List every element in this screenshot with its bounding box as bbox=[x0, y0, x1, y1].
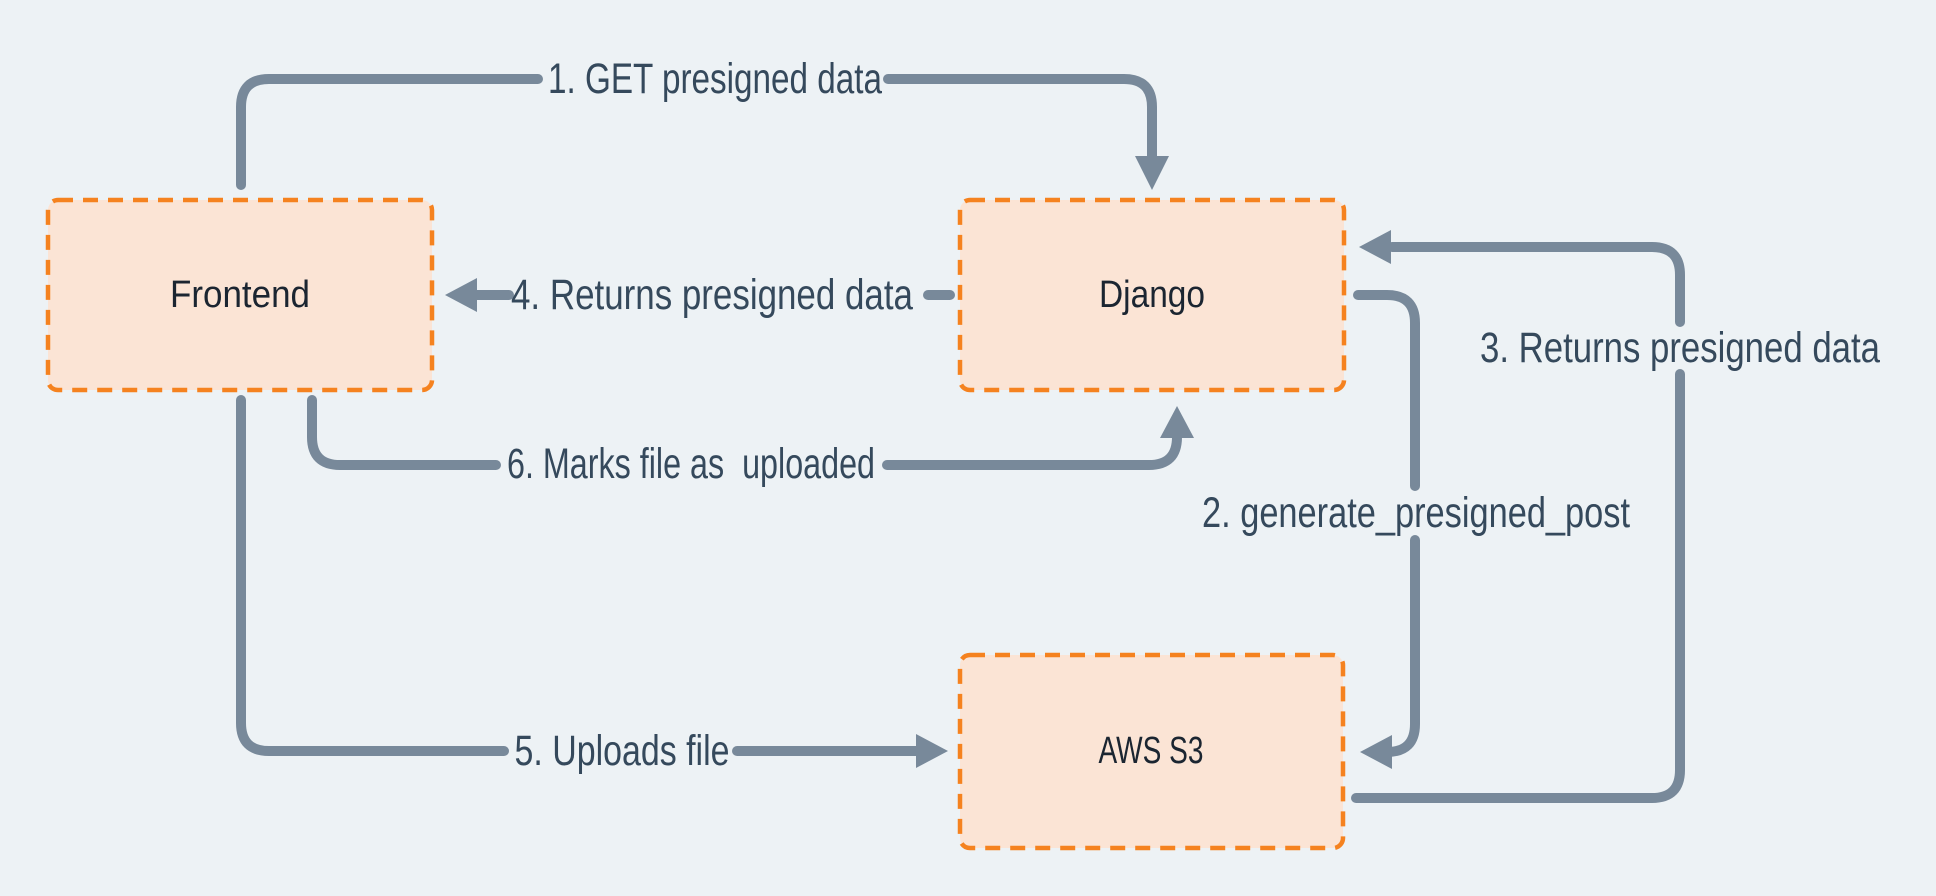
edge-6-arrowhead-up-icon bbox=[1160, 406, 1194, 438]
edge-1: 1. GET presigned data bbox=[236, 55, 1169, 190]
edge-4: 4. Returns presigned data bbox=[445, 271, 955, 319]
edge-1-path-end bbox=[883, 74, 1157, 163]
edge-5-path-start bbox=[236, 395, 509, 756]
edge-2-path-end bbox=[1382, 535, 1420, 757]
edge-6-path-start bbox=[307, 395, 501, 470]
frontend-node-box bbox=[45, 197, 435, 393]
django-node-label: Django bbox=[1099, 274, 1205, 316]
aws-s3-node-box bbox=[957, 652, 1346, 851]
edge-3-label: 3. Returns presigned data bbox=[1480, 324, 1880, 372]
frontend-node-label: Frontend bbox=[170, 274, 310, 316]
aws-s3-node: AWS S3 bbox=[957, 652, 1346, 851]
frontend-node: Frontend bbox=[45, 197, 435, 393]
edge-3-arrowhead-left-icon bbox=[1359, 230, 1391, 264]
edge-2-path-start bbox=[1353, 290, 1420, 491]
edge-3: 3. Returns presigned data bbox=[1351, 230, 1880, 803]
aws-s3-node-label: AWS S3 bbox=[1099, 730, 1204, 772]
edge-5-label: 5. Uploads file bbox=[515, 727, 730, 775]
edge-6-path-end bbox=[882, 432, 1182, 470]
edge-2-arrowhead-left-icon bbox=[1360, 735, 1392, 769]
edge-5: 5. Uploads file bbox=[236, 395, 948, 775]
edge-6: 6. Marks file as uploaded bbox=[307, 395, 1194, 488]
edge-2: 2. generate_presigned_post bbox=[1202, 290, 1630, 769]
edge-4-label: 4. Returns presigned data bbox=[511, 271, 913, 319]
edge-3-path-end bbox=[1387, 242, 1685, 327]
edge-1-label: 1. GET presigned data bbox=[548, 55, 882, 103]
edge-1-arrowhead-down-icon bbox=[1135, 156, 1169, 190]
edge-1-path-start bbox=[236, 74, 543, 190]
django-node: Django bbox=[957, 197, 1347, 393]
edge-4-arrowhead-left-icon bbox=[445, 278, 477, 312]
edge-6-label: 6. Marks file as uploaded bbox=[507, 440, 875, 488]
edge-3-path-start bbox=[1351, 369, 1685, 803]
edge-2-label: 2. generate_presigned_post bbox=[1202, 489, 1630, 537]
django-node-box bbox=[957, 197, 1347, 393]
edge-5-arrowhead-right-icon bbox=[916, 734, 948, 768]
